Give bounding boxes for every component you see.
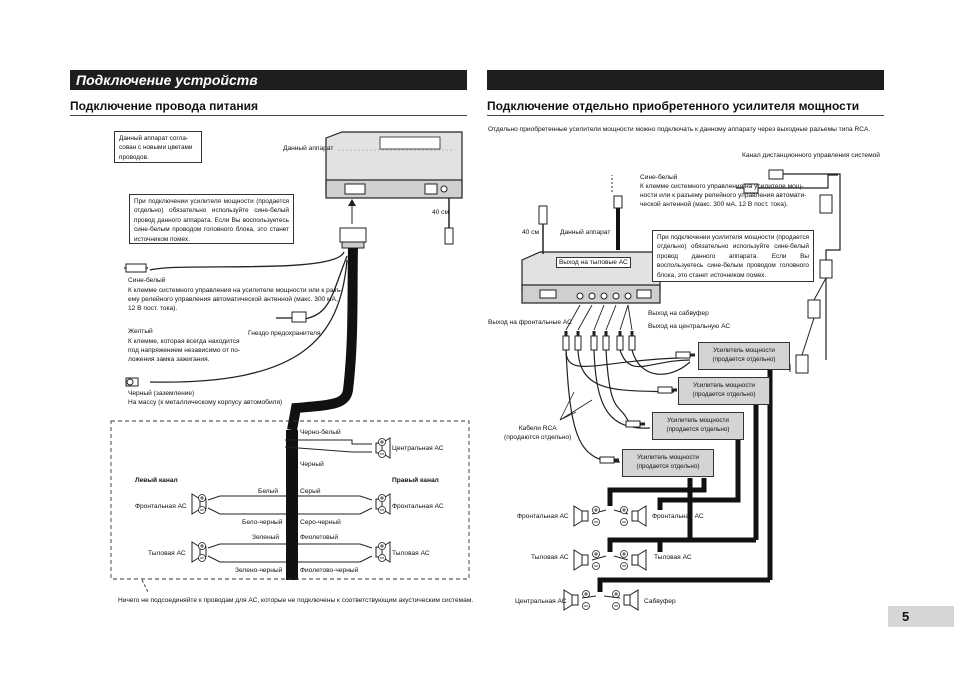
note-amplifier-right: При подключении усилителя мощности (прод… [652, 230, 814, 282]
wire-violet-black: Фиолетово-черный [300, 567, 359, 574]
blue-white-title-right: Сине-белый [640, 174, 678, 181]
speaker-rear-r-right: Тыловая АС [654, 554, 692, 561]
subtitle-rule-right [487, 115, 884, 116]
rear-output-label: Выход на тыловые АС [556, 257, 631, 268]
amplifier-box-3: Усилитель мощности (продается отдельно) [652, 412, 744, 440]
left-channel-label: Левый канал [135, 477, 178, 484]
speaker-center-left-diagram: Центральная АС [392, 445, 444, 452]
amplifier-box-2: Усилитель мощности (продается отдельно) [678, 377, 770, 405]
amplifier-box-1: Усилитель мощности (продается отдельно) [698, 342, 790, 370]
antenna-length-left: 40 см [432, 209, 449, 216]
subwoofer-output-label: Выход на сабвуфер [648, 310, 709, 317]
subwoofer-label: Сабвуфер [644, 598, 676, 605]
ground-wire-title: Черный (заземление) [128, 390, 195, 397]
ground-wire-text: На массу (к металлическому корпусу автом… [128, 399, 283, 406]
head-unit-left [325, 131, 463, 199]
wire-green-black: Зелено-черный [235, 567, 283, 574]
blue-white-title-left: Сине-белый [128, 277, 166, 284]
wire-green: Зеленый [252, 534, 280, 541]
page-number: 5 [902, 609, 910, 624]
note-amplifier-left: При подключении усилителя мощности (прод… [129, 194, 294, 244]
wire-black-white: Черно-белый [300, 429, 341, 436]
front-output-label: Выход на фронтальные АС [488, 319, 572, 326]
right-channel-label: Правый канал [392, 477, 439, 484]
remote-channel-label: Канал дистанционного управления системой [742, 152, 880, 159]
speaker-rear-left: Тыловая АС [148, 550, 186, 557]
head-unit-label-left: Данный аппарат [283, 145, 334, 152]
note-new-wire-colors: Данный аппарат согла- сован с новыми цве… [114, 131, 202, 163]
center-output-label: Выход на центральную АС [648, 323, 731, 330]
speaker-front-left: Фронтальная АС [135, 503, 187, 510]
wire-gray-black: Серо-черный [300, 519, 341, 526]
wire-white-black: Бело-черный [242, 519, 283, 526]
wire-gray: Серый [300, 488, 321, 495]
fuse-holder-label: Гнездо предохранителя [248, 330, 321, 337]
section-header-bar-right [487, 70, 884, 90]
yellow-wire-title: Желтый [128, 328, 153, 335]
rca-cables-label: Кабели RCA (продаются отдельно) [504, 425, 572, 441]
footer-note: Ничего не подсоединяйте к проводам для А… [118, 597, 474, 604]
speaker-center-right: Центральная АС [515, 598, 567, 605]
wire-violet: Фиолетовый [300, 534, 339, 541]
antenna-length-right: 40 см [522, 229, 539, 236]
blue-white-text-left: К клемме системного управления на усилит… [128, 287, 343, 312]
speaker-front-r-right: Фронтальная АС [652, 513, 704, 520]
amplifier-box-4: Усилитель мощности (продается отдельно) [622, 449, 714, 477]
blue-white-text-right: К клемме системного управления на усилит… [640, 183, 807, 208]
section-header-bar: Подключение устройств [70, 70, 467, 90]
speaker-front-right: Фронтальная АС [392, 503, 444, 510]
head-unit-label-right: Данный аппарат [560, 229, 611, 236]
subtitle-amplifier: Подключение отдельно приобретенного усил… [487, 99, 860, 113]
subtitle-power-wire: Подключение провода питания [70, 99, 258, 113]
page-number-box: 5 [888, 606, 954, 627]
intro-text: Отдельно приобретенные усилители мощност… [488, 126, 871, 133]
speaker-rear-l-right: Тыловая АС [531, 554, 569, 561]
wire-black: Черный [300, 461, 324, 468]
section-title: Подключение устройств [76, 72, 258, 88]
speaker-front-l-right: Фронтальная АС [517, 513, 569, 520]
speaker-rear-right: Тыловая АС [392, 550, 430, 557]
wire-white: Белый [258, 488, 279, 495]
subtitle-rule-left [70, 115, 467, 116]
yellow-wire-text: К клемме, которая всегда находится под н… [128, 338, 241, 363]
